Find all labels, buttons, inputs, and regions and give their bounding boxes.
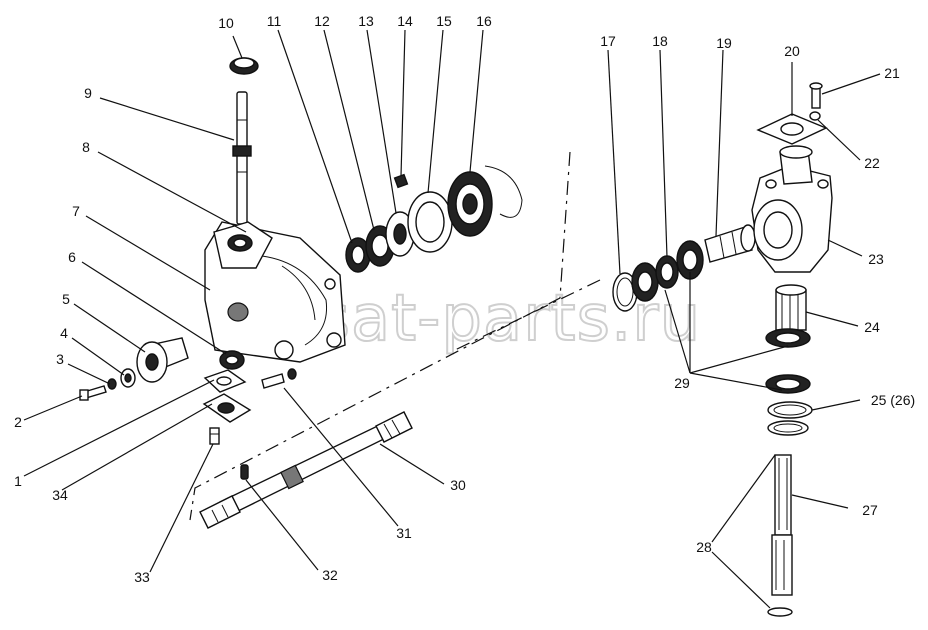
callout-20: 20 (784, 43, 800, 59)
part-28-snap-ring (767, 607, 793, 617)
bearing-stack-11-16 (345, 165, 523, 273)
callout-19: 19 (716, 35, 732, 51)
part-34-cover (202, 393, 252, 423)
callout-8: 8 (82, 139, 90, 155)
right-gear-group (612, 82, 833, 617)
assembly-axis-lines (189, 151, 601, 521)
part-18-bearing (631, 240, 704, 302)
part-21-bolt (809, 82, 823, 109)
part-32-key (240, 464, 249, 480)
callout-24: 24 (864, 319, 880, 335)
part-31-bolt (261, 368, 297, 389)
callout-27: 27 (862, 502, 878, 518)
callout-16: 16 (476, 13, 492, 29)
callout-22: 22 (864, 155, 880, 171)
callout-31: 31 (396, 525, 412, 541)
callout-25: 25 (26) (871, 392, 915, 408)
part-6-seal (219, 350, 245, 370)
callout-12: 12 (314, 13, 330, 29)
callout-32: 32 (322, 567, 338, 583)
callout-34: 34 (52, 487, 68, 503)
part-9-shaft (232, 91, 252, 225)
part-1-gasket (203, 369, 247, 393)
callout-2: 2 (14, 414, 22, 430)
part-33-bolt (209, 427, 220, 445)
part-22-washer (809, 111, 821, 121)
part-5-flange (136, 337, 189, 383)
part-2-bolt (79, 385, 107, 401)
callout-3: 3 (56, 351, 64, 367)
callout-6: 6 (68, 249, 76, 265)
callout-7: 7 (72, 203, 80, 219)
callout-10: 10 (218, 15, 234, 31)
part-27-shaft (771, 454, 793, 596)
part-19-pinion (704, 224, 756, 263)
gearbox-housing-group (79, 57, 523, 529)
callout-23: 23 (868, 251, 884, 267)
callout-13: 13 (358, 13, 374, 29)
callout-4: 4 (60, 325, 68, 341)
callout-30: 30 (450, 477, 466, 493)
callout-33: 33 (134, 569, 150, 585)
callout-14: 14 (397, 13, 413, 29)
part-10-seal (229, 57, 259, 75)
callout-28: 28 (696, 539, 712, 555)
part-23-housing (751, 145, 833, 273)
part-3-washer (107, 378, 117, 390)
part-4-washer (120, 368, 136, 388)
callout-labels: 1 2 3 4 5 6 7 8 9 10 11 12 13 14 15 16 1… (14, 13, 915, 585)
callout-1: 1 (14, 473, 22, 489)
callout-21: 21 (884, 65, 900, 81)
callout-17: 17 (600, 33, 616, 49)
part-25-rings (767, 401, 813, 436)
part-29-bearings (765, 328, 811, 394)
leader-lines (23, 29, 881, 609)
callout-11: 11 (267, 13, 282, 29)
callout-29: 29 (674, 375, 690, 391)
callout-15: 15 (436, 13, 452, 29)
callout-9: 9 (84, 85, 92, 101)
callout-5: 5 (62, 291, 70, 307)
part-30-shaft (199, 411, 413, 529)
part-7-housing (204, 221, 346, 363)
callout-18: 18 (652, 33, 668, 49)
part-24-gear (775, 284, 807, 331)
